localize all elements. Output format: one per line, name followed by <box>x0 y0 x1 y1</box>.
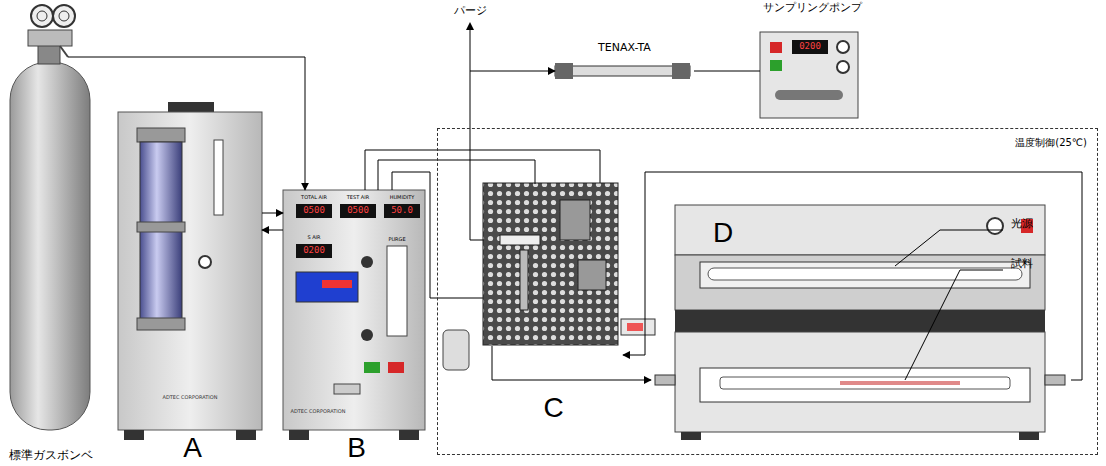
light-chamber: D <box>651 206 1071 441</box>
panel-text: TOTAL AIR <box>301 195 327 201</box>
part-label: 試料 <box>1011 258 1033 270</box>
display-value: 0200 <box>303 246 325 256</box>
node-label: TENAX-TA <box>555 42 694 54</box>
device-box: A <box>118 102 267 464</box>
node-label: 温度制御(25℃) <box>1015 137 1087 148</box>
adsorption-tube: TENAX-TA <box>555 42 694 82</box>
panel-text: PURGE <box>388 237 405 243</box>
maker-text: ADTEC CORPORATION <box>291 409 346 415</box>
flow-line <box>623 172 1082 380</box>
gas-cylinder: 標準ガスボンベ <box>0 0 102 462</box>
flow-line <box>492 346 651 380</box>
maker-text: ADTEC CORPORATION <box>163 395 218 401</box>
node-label: 標準ガスボンベ <box>0 449 102 462</box>
temperature-region: 温度制御(25℃) C D <box>437 128 1098 455</box>
display-value: 0200 <box>799 42 821 52</box>
flow-line <box>262 213 283 214</box>
panel-text: S AIR <box>307 235 320 241</box>
part-label: 光源 <box>1011 218 1033 230</box>
panel-text: TEST AIR <box>347 195 369 201</box>
flow-line <box>262 230 283 231</box>
device-letter: C <box>484 393 623 424</box>
flow-line <box>470 71 555 240</box>
flow-line <box>694 71 760 72</box>
display-value: 0500 <box>347 206 369 216</box>
flow-line <box>68 57 305 190</box>
device-letter: A <box>118 433 267 464</box>
display-value: 50.0 <box>391 206 413 216</box>
device-letter: B <box>283 433 430 464</box>
panel-text: HUMIDITY <box>390 195 415 201</box>
device-letter: D <box>713 218 733 249</box>
device-panel: C <box>484 184 623 424</box>
node-label: サンプリングポンプ <box>755 2 869 14</box>
device-box: B <box>283 190 430 464</box>
display-value: 0500 <box>303 206 325 216</box>
flow-line <box>378 160 535 190</box>
purge-label: パージ <box>454 5 487 17</box>
sampling-pump: サンプリングポンプ <box>755 2 869 120</box>
